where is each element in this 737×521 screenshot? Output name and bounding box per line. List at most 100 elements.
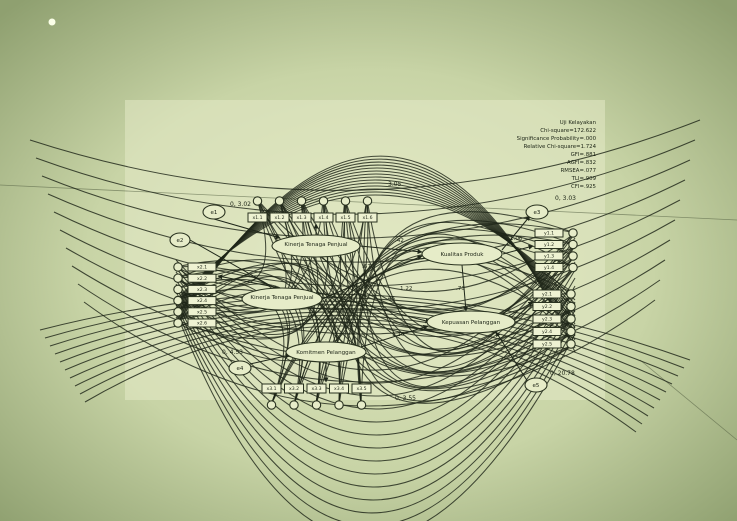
indicator-box: y2.2 [532,301,576,312]
indicator-label: x1.5 [340,215,350,221]
covariance-arc [175,237,576,384]
variance-label: 0, 20.78 [550,370,575,377]
fit-line: TLI=.909 [571,176,597,182]
indicator-label: x2.1 [197,265,207,271]
covariance-arc [175,245,576,397]
svg-text:e4: e4 [237,366,244,372]
indicator-error [566,339,576,349]
path-arrow [504,301,534,319]
covariance-arc [53,199,681,287]
indicator-error [173,318,183,328]
construct-label: Kualitas Produk [441,252,485,258]
covariance-arc [77,279,661,383]
indicator-box: y2.4 [532,326,576,337]
covariance-arc [175,291,576,475]
indicator-box: x3.5 [351,383,372,410]
indicator-error [252,196,263,206]
indicator-box: x1.1 [247,196,268,223]
path-arrow [189,239,279,291]
path-coefficient: 1.22 [400,286,412,292]
path-arrow [217,274,281,289]
covariance-arc [175,299,576,501]
covariance-arc [175,303,576,514]
covariance-arc [83,299,656,407]
fit-line: AGFI=.832 [567,160,596,166]
covariance-arc [175,155,576,353]
fit-line: Significance Probability=.000 [517,136,597,142]
indicator-label: x2.4 [197,298,207,304]
construct-kualitas-produk: Kualitas Produk [421,242,503,266]
indicator-box: x2.4 [173,295,217,306]
indicator-label: x1.2 [274,215,284,221]
indicator-error [340,196,351,206]
path-coefficient: .46 [386,296,395,302]
covariance-arc [175,261,576,423]
covariance-arc [358,221,576,406]
variance-label: 0, 3.55 [395,395,416,402]
path-arrow [315,291,431,324]
indicator-error [289,400,299,410]
indicator-label: y2.5 [542,342,552,348]
covariance-arc [74,318,649,417]
covariance-arc [175,307,576,521]
indicator-label: x1.1 [252,215,262,221]
indicator-box: x1.4 [313,196,334,223]
indicator-box: x2.3 [173,284,217,295]
construct-label: Kepuasan Pelanggan [442,320,501,326]
indicator-label: x2.2 [197,276,207,282]
indicator-label: x1.6 [362,215,372,221]
path-coefficient: .73 [456,286,465,292]
indicator-box: x1.6 [357,196,378,223]
construct-kinerja-top: Kinerja Tenaga Penjual [271,234,361,258]
indicator-box: y2.3 [532,314,576,324]
indicator-error [173,284,183,295]
svg-text:e2: e2 [177,238,184,244]
indicator-box: x3.1 [261,383,282,410]
indicator-label: y1.3 [544,254,554,260]
indicator-label: y2.3 [542,317,552,323]
indicator-box: x1.3 [291,196,312,223]
covariance-arc [84,325,637,433]
indicator-error [566,289,576,299]
covariance-arc [41,159,691,239]
indicator-label: y2.2 [542,304,552,310]
indicator-label: x2.3 [197,287,207,293]
indicator-error [173,262,183,272]
indicator-group-right-bottom: y2.1 y2.2 y2.3 y2.4 y2.5 [532,289,576,349]
indicator-error [356,400,367,410]
indicator-group-right-top: y1.1y1.2y1.3y1.4 [534,228,578,273]
path-arrow [502,244,534,255]
fit-line: Relative Chi-square=1.724 [524,144,597,150]
structural-paths [189,215,534,383]
covariance-arcs [29,119,701,521]
indicator-label: y1.2 [544,242,554,248]
covariance-arc [59,219,676,311]
error-term: e5 0, 20.78 [524,370,575,393]
variance-label: 0, 3.03 [555,195,576,202]
error-term: e4 0, 4.53 [222,349,252,376]
path-arrow [501,215,531,251]
error-term: e3 0, 3.03 [525,195,576,220]
indicator-box: x2.2 [173,273,217,283]
indicator-error [566,314,576,324]
covariance-arc [47,179,686,263]
covariance-arc [360,233,576,406]
path-arrow [321,255,423,300]
covariance-arc [175,311,576,521]
indicator-label: y1.4 [544,265,554,271]
svg-text:e5: e5 [533,383,540,389]
indicator-error [173,307,183,317]
indicator-box: x2.6 [173,318,217,328]
indicator-label: y2.1 [542,292,552,298]
indicator-box: y1.3 [534,251,578,261]
covariance-arc [300,198,576,392]
indicator-label: x1.3 [296,215,306,221]
indicator-error [274,196,285,206]
covariance-arc [278,198,576,375]
variance-label: 3.05 [388,181,402,188]
indicator-error [568,251,578,261]
indicator-label: x1.4 [318,215,328,221]
fit-line: CFI=.925 [571,184,596,190]
construct-label: Kinerja Tenaga Penjual [284,242,348,248]
